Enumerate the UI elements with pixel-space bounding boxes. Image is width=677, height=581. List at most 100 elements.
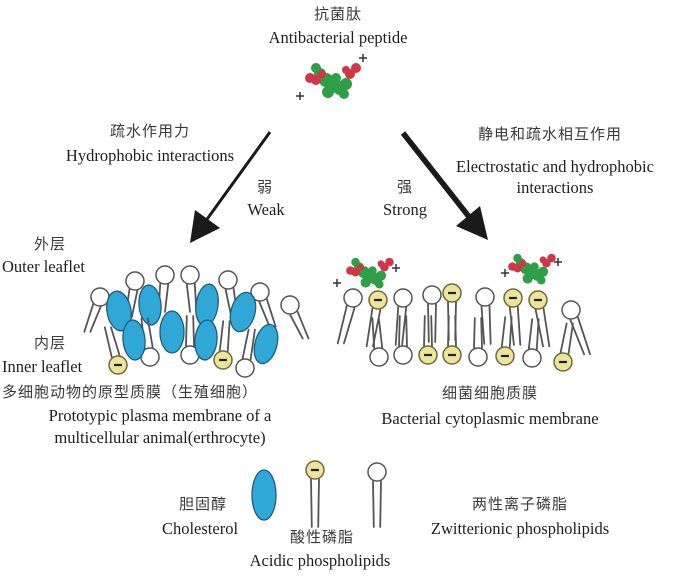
peptide-icon <box>508 254 556 285</box>
zwitterionic-head <box>562 301 580 319</box>
left-membrane-caption-en-line2: multicellular animal(erthrocyte) <box>10 428 310 448</box>
strong-label-en: Strong <box>370 200 440 220</box>
inner-zwitterionic-lipid <box>523 319 541 367</box>
inner-zwitterionic-lipid <box>236 330 255 377</box>
zwitterionic-head <box>523 349 541 367</box>
right-interaction-en-line1: Electrostatic and hydrophobic <box>435 157 675 177</box>
cationic-residue <box>378 260 385 267</box>
lipid-tail <box>537 319 539 349</box>
hydrophobic-residue <box>322 86 334 98</box>
right-interaction-en-line2: interactions <box>500 178 610 198</box>
hydrophobic-residue <box>331 73 341 83</box>
hydrophobic-residue <box>375 280 384 289</box>
cationic-residue <box>385 258 394 267</box>
outer-acidic-lipid <box>443 284 461 340</box>
lipid-tail <box>406 316 407 346</box>
lipid-tail <box>165 284 168 312</box>
right-membrane-caption-zh: 细菌细胞质膜 <box>420 383 560 403</box>
inner-acidic-lipid <box>443 316 461 364</box>
lipid-tail <box>578 317 590 354</box>
lipid-tail <box>431 316 432 346</box>
hydrophobic-residue <box>340 78 352 90</box>
positive-charge-icon <box>333 279 341 287</box>
lipid-tail <box>297 311 308 338</box>
hydrophobic-residue <box>530 262 539 271</box>
lipid-tail <box>373 481 374 527</box>
hydrophobic-residue <box>368 266 377 275</box>
lipid-tail <box>569 324 573 354</box>
zwitterionic-head <box>423 286 441 304</box>
outer-zwitterionic-lipid <box>281 296 309 339</box>
cationic-residue <box>547 254 556 263</box>
lipid-tail <box>424 316 425 346</box>
cationic-residue <box>540 256 547 263</box>
positive-charge-icon <box>296 92 304 100</box>
title-en: Antibacterial peptide <box>238 28 438 48</box>
inner-acidic-lipid <box>554 324 573 371</box>
zwitterionic-head <box>368 463 386 481</box>
zwitterionic-head <box>181 266 199 284</box>
lipid-tail <box>489 306 490 344</box>
legend-acidic-en: Acidic phospholipids <box>225 551 415 571</box>
left-membrane-caption-zh: 多细胞动物的原型质膜（生殖细胞） <box>2 382 332 402</box>
zwitterionic-head <box>281 296 299 314</box>
inner-acidic-lipid <box>496 317 514 365</box>
legend-zwitterionic-lipid-icon <box>368 463 386 527</box>
lipid-tail <box>132 291 138 318</box>
inner-cholesterol <box>250 322 282 366</box>
lipid-tail <box>243 330 249 359</box>
zwitterionic-head <box>394 346 412 364</box>
cationic-residue <box>357 264 364 271</box>
cationic-residue <box>342 66 350 74</box>
zwitterionic-head <box>476 288 494 306</box>
lipid-tail <box>544 308 550 346</box>
outer-leaflet-zh: 外层 <box>30 234 70 254</box>
lipid-tail <box>228 321 230 351</box>
bacterial-membrane <box>333 254 590 371</box>
lipid-tail <box>311 479 312 527</box>
legend-zwitterionic-en: Zwitterionic phospholipids <box>400 519 640 539</box>
right-interaction-zh: 静电和疏水相互作用 <box>460 124 640 144</box>
peptide-icon <box>346 258 394 289</box>
lipid-tail <box>510 317 512 347</box>
legend-acidic-lipid-icon <box>306 461 324 527</box>
outer-zwitterionic-lipid <box>84 288 109 332</box>
lipid-tail <box>220 321 223 351</box>
lipid-tail <box>561 324 567 353</box>
lipid-tail <box>481 318 482 348</box>
hydrophobic-residue <box>339 89 349 99</box>
lipid-tail <box>399 316 400 346</box>
lipid-tail <box>367 308 373 346</box>
outer-acidic-lipid <box>504 289 522 345</box>
title-zh: 抗菌肽 <box>288 4 388 24</box>
hydrophobic-residue <box>537 276 546 285</box>
cationic-residue <box>351 63 361 73</box>
lipid-tail <box>435 304 436 342</box>
legend-cholesterol-icon <box>252 470 276 520</box>
zwitterionic-head <box>469 348 487 366</box>
inner-cholesterol <box>160 311 184 353</box>
outer-acidic-lipid <box>367 291 387 346</box>
outer-leaflet-en: Outer leaflet <box>2 257 102 277</box>
lipid-tail <box>518 307 521 345</box>
positive-charge-icon <box>501 269 509 277</box>
zwitterionic-head <box>236 359 254 377</box>
eukaryotic-membrane <box>84 266 308 377</box>
weak-label-zh: 弱 <box>240 177 290 197</box>
peptide-icon <box>305 63 361 99</box>
weak-label-en: Weak <box>236 200 296 220</box>
zwitterionic-head <box>394 289 412 307</box>
antibacterial-peptide-icon <box>296 54 367 100</box>
lipid-tail <box>455 316 456 346</box>
left-membrane-caption-en-line1: Prototypic plasma membrane of a <box>10 406 310 426</box>
lipid-tail <box>474 318 475 348</box>
lipid-tail <box>448 316 449 346</box>
inner-leaflet-zh: 内层 <box>30 333 70 353</box>
legend-cholesterol-zh: 胆固醇 <box>168 494 238 514</box>
lipid-tail <box>379 318 382 348</box>
legend-zwitterionic-zh: 两性离子磷脂 <box>455 494 585 514</box>
left-interaction-en: Hydrophobic interactions <box>20 146 280 166</box>
outer-zwitterionic-lipid <box>476 288 494 344</box>
zwitterionic-head <box>344 289 362 307</box>
strong-label-zh: 强 <box>380 177 430 197</box>
